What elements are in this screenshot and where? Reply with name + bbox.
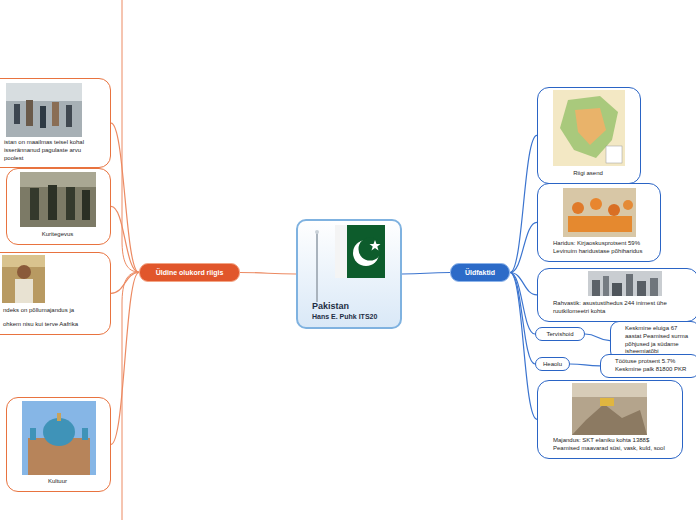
node-text: Haridus: Kirjaoskusprotsent 59% Levinuim… <box>553 240 652 256</box>
topic-pill: Tervishoid <box>535 327 585 341</box>
image-card: istan on maailmas teisel kohal isseränna… <box>0 78 111 168</box>
branch-connector <box>570 364 600 366</box>
node-text: Pakistan <box>312 301 396 311</box>
photo-map <box>553 90 625 166</box>
branch-connector <box>111 206 139 272</box>
node-text: ohkem nisu kui terve Aafrika <box>3 321 102 329</box>
flag <box>315 225 385 302</box>
branch-connector <box>510 273 537 420</box>
central-topic: PakistanHans E. Puhk ITS20 <box>296 219 402 329</box>
branch-line <box>122 0 139 272</box>
node-text: Üldine olukord riigis <box>146 269 233 276</box>
detail-box: Töötuse protsent 5.7% Keskmine palk 8180… <box>600 354 696 378</box>
branch-connector <box>510 273 535 365</box>
image-card: Riigi asend <box>537 87 641 184</box>
node-text: Majandus: SKT elaniku kohta 1388$ Peamis… <box>553 437 674 453</box>
node-text: ndeks on põllumajandus ja <box>3 307 102 315</box>
branch-line <box>122 272 139 520</box>
photo-mosque <box>22 401 96 475</box>
branch-pill: Üldfaktid <box>450 263 510 282</box>
photo-city <box>588 271 662 296</box>
node-text: Tervishoid <box>542 331 578 337</box>
node-text: Heaolu <box>542 361 563 367</box>
node-text: Rahvastik: asustustihedus 244 inimest üh… <box>553 300 686 316</box>
photo-refugees <box>6 83 82 137</box>
node-text: Keskmine eluiga 67 aastat Peamised surma… <box>625 325 689 356</box>
branch-connector <box>510 273 535 335</box>
branch-connector <box>510 135 537 272</box>
node-text: Riigi asend <box>544 170 632 178</box>
image-card: Majandus: SKT elaniku kohta 1388$ Peamis… <box>537 380 683 459</box>
node-text: Kuritegevus <box>13 231 102 239</box>
image-card: Rahvastik: asustustihedus 244 inimest üh… <box>537 268 696 322</box>
card-ground <box>297 220 401 328</box>
node-text: Kultuur <box>13 478 102 486</box>
branch-connector <box>240 273 296 275</box>
photo-police <box>20 172 96 227</box>
photo-farmer <box>2 255 45 303</box>
image-card: Kultuur <box>6 397 111 492</box>
branch-connector <box>402 273 450 275</box>
node-text: Hans E. Puhk ITS20 <box>312 313 396 320</box>
branch-connector <box>111 123 139 272</box>
node-text: Üldfaktid <box>457 269 503 276</box>
topic-pill: Heaolu <box>535 357 570 371</box>
photo-mine <box>572 383 647 435</box>
branch-connector <box>111 273 139 294</box>
branch-pill: Üldine olukord riigis <box>139 263 240 282</box>
image-card: Kuritegevus <box>6 168 111 245</box>
branch-connector <box>585 334 610 341</box>
image-card: ndeks on põllumajandus ja ohkem nisu kui … <box>0 252 111 335</box>
photo-school <box>563 188 636 237</box>
node-text: Töötuse protsent 5.7% Keskmine palk 8180… <box>615 358 689 374</box>
image-card: Haridus: Kirjaoskusprotsent 59% Levinuim… <box>537 183 661 262</box>
node-text: istan on maailmas teisel kohal isseränna… <box>4 139 102 162</box>
branch-connector <box>510 222 537 272</box>
branch-connector <box>111 273 139 445</box>
